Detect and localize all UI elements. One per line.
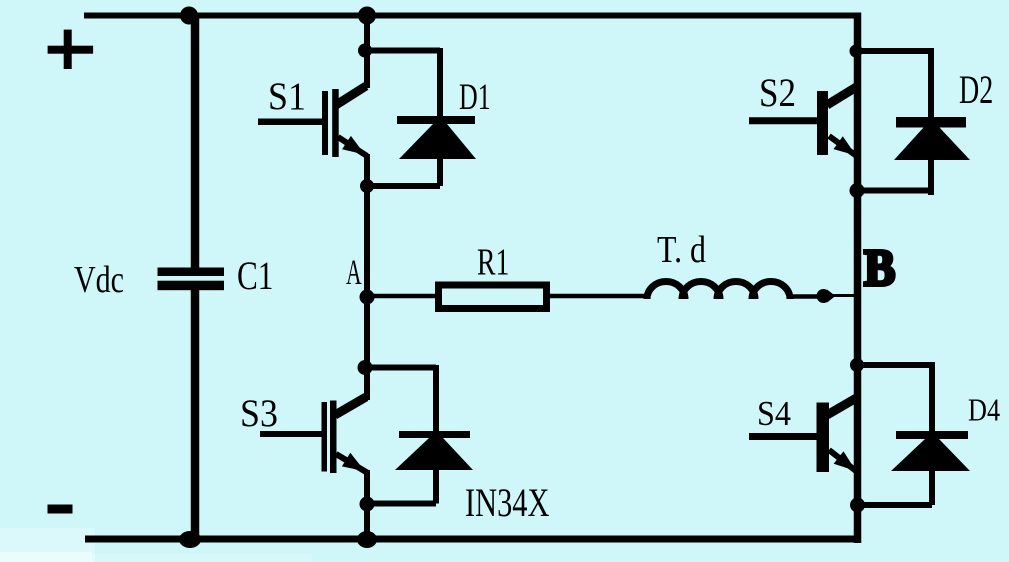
svg-text:B: B <box>864 239 895 297</box>
svg-text:D4: D4 <box>968 393 1000 428</box>
svg-text:A: A <box>346 254 362 293</box>
svg-text:R1: R1 <box>477 241 509 283</box>
svg-text:D1: D1 <box>459 77 491 118</box>
svg-text:S3: S3 <box>240 393 278 436</box>
svg-text:C1: C1 <box>237 253 273 298</box>
svg-text:IN34X: IN34X <box>465 480 549 525</box>
svg-text:S1: S1 <box>268 76 306 119</box>
svg-text:Vdc: Vdc <box>74 259 124 301</box>
svg-text:S4: S4 <box>757 395 791 434</box>
svg-text:T. d: T. d <box>657 228 706 270</box>
svg-text:D2: D2 <box>959 68 993 112</box>
svg-text:S2: S2 <box>759 72 796 116</box>
